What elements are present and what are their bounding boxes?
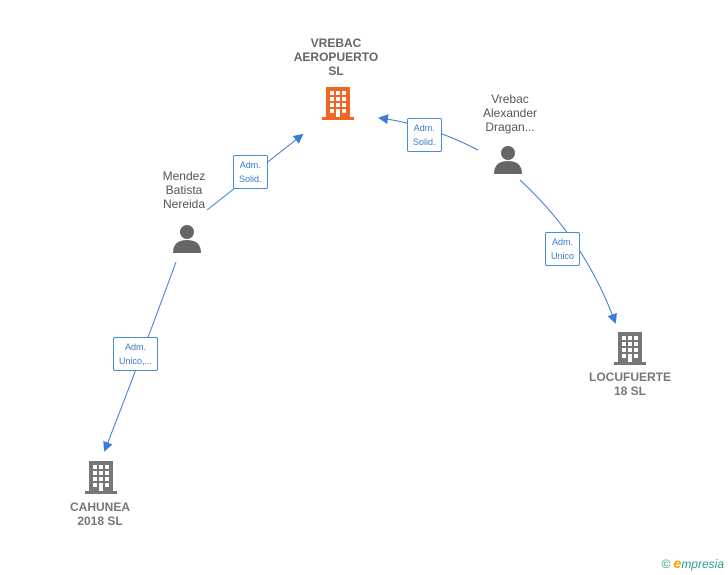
label-line: Vrebac — [491, 92, 529, 106]
label-line: Dragan... — [485, 120, 535, 134]
label-line: AEROPUERTO — [293, 50, 379, 64]
edge-label-mendez-vrebac-aeropuerto[interactable]: Adm. Solid. — [233, 155, 268, 189]
label-line: Alexander — [482, 106, 538, 120]
edge-label-mendez-cahunea[interactable]: Adm. Unico,... — [113, 337, 159, 371]
label-line: SL — [328, 64, 344, 78]
label-line: Mendez — [162, 169, 206, 183]
building-icon[interactable] — [85, 459, 117, 495]
person-icon[interactable] — [172, 223, 202, 253]
label-line: Nereida — [162, 197, 206, 211]
label-line: Solid. — [413, 137, 436, 147]
label-line: Adm. — [413, 123, 435, 133]
building-icon[interactable] — [322, 85, 354, 121]
brand-text: mpresia — [681, 557, 724, 571]
node-label-locufuerte[interactable]: LOCUFUERTE 18 SL — [580, 370, 680, 398]
edge-label-vrebac-alexander-vrebac-aeropuerto[interactable]: Adm. Solid. — [407, 118, 442, 152]
person-icon[interactable] — [493, 144, 523, 174]
label-line: Unico — [551, 251, 575, 261]
node-label-vrebac-aeropuerto[interactable]: VREBAC AEROPUERTO SL — [281, 36, 391, 78]
label-line: Unico,... — [119, 356, 153, 366]
node-label-mendez[interactable]: Mendez Batista Nereida — [146, 169, 222, 211]
label-line: Batista — [165, 183, 203, 197]
label-line: Adm. — [125, 342, 147, 352]
label-line: 18 SL — [613, 384, 646, 398]
label-line: Adm. — [552, 237, 574, 247]
label-line: Solid. — [239, 174, 262, 184]
brand-logo: ©empresia — [662, 555, 724, 571]
label-line: 2018 SL — [77, 514, 123, 528]
label-line: CAHUNEA — [70, 500, 130, 514]
label-line: LOCUFUERTE — [589, 370, 671, 384]
node-label-cahunea[interactable]: CAHUNEA 2018 SL — [55, 500, 145, 528]
copyright-icon: © — [661, 557, 671, 571]
building-icon[interactable] — [614, 330, 646, 366]
label-line: VREBAC — [310, 36, 362, 50]
brand-initial: e — [673, 555, 682, 571]
node-label-vrebac-alexander[interactable]: Vrebac Alexander Dragan... — [470, 92, 550, 134]
label-line: Adm. — [239, 160, 261, 170]
edge-label-vrebac-alexander-locufuerte[interactable]: Adm. Unico — [545, 232, 581, 266]
